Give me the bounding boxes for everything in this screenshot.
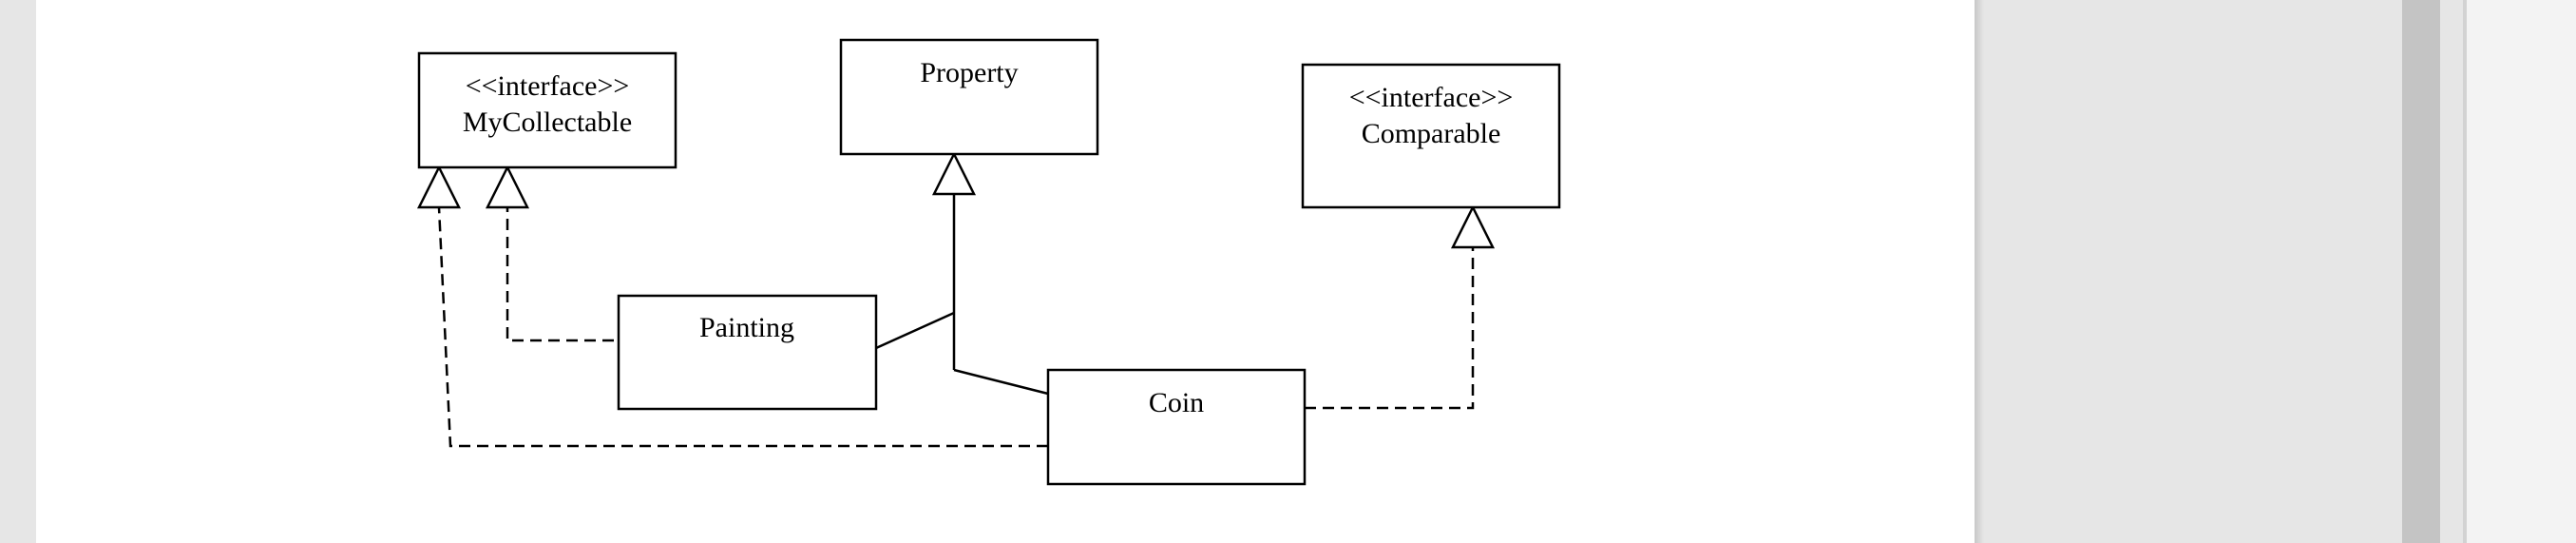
- coin-comparable-arrowhead: [1450, 204, 1496, 249]
- class-name: Painting: [699, 312, 794, 343]
- class-comparable[interactable]: <<interface>> Comparable: [1301, 63, 1561, 209]
- scrollbar-gap: [2440, 0, 2463, 543]
- class-property[interactable]: Property: [839, 38, 1099, 156]
- page-shadow: [1975, 0, 1984, 543]
- side-panel: [2467, 0, 2576, 543]
- coin-property-generalization: [953, 368, 1049, 396]
- class-painting[interactable]: Painting: [617, 294, 878, 411]
- painting-mycollectable-arrowhead: [485, 165, 530, 209]
- vertical-scrollbar[interactable]: [2402, 0, 2440, 543]
- workspace-background: [1984, 0, 2402, 543]
- property-generalization-arrowhead: [931, 151, 977, 196]
- panel-divider: [2463, 0, 2467, 543]
- class-name: Property: [920, 57, 1018, 88]
- class-stereotype: <<interface>>: [466, 70, 630, 102]
- class-coin[interactable]: Coin: [1046, 368, 1307, 486]
- class-stereotype: <<interface>>: [1349, 82, 1514, 113]
- painting-property-generalization: [875, 311, 955, 350]
- class-mycollectable[interactable]: <<interface>> MyCollectable: [417, 51, 677, 169]
- painting-mycollectable-realization: [506, 207, 614, 342]
- coin-mycollectable-arrowhead: [416, 165, 462, 209]
- class-name: Coin: [1149, 387, 1204, 418]
- class-name: MyCollectable: [463, 107, 632, 138]
- left-gutter: [0, 0, 36, 543]
- coin-mycollectable-realization: [437, 206, 1048, 448]
- class-name: Comparable: [1362, 118, 1501, 149]
- coin-comparable-realization: [1305, 247, 1475, 410]
